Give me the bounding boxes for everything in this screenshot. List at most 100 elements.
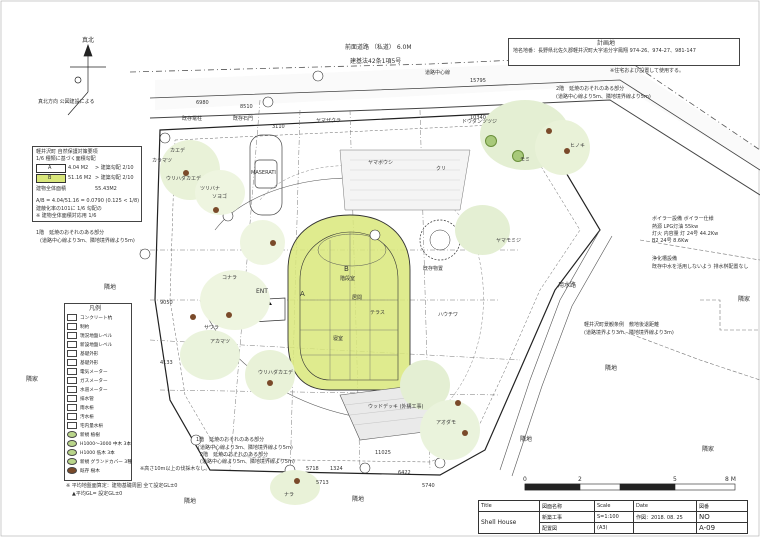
legend-item-label: H1000〜3000 中木 3本: [80, 442, 132, 447]
dimension-label: 9050: [160, 300, 173, 306]
existing-pole-label: 既存電柱: [182, 116, 203, 122]
area-ratio-calc: A/B = 4.04/51.16 = 0.0790 (0.125 < 1/8): [36, 198, 140, 204]
room-label: 居間: [352, 295, 363, 301]
tree-name-label: サワラ: [204, 325, 220, 331]
tree-canopy: [535, 120, 590, 175]
entry-label: ENT: [256, 288, 268, 295]
tree-name-label: コナラ: [222, 275, 238, 281]
dimension-label: 4133: [160, 360, 173, 366]
tree-name-label: アカマツ: [210, 339, 231, 345]
project-name: 新築工事: [539, 511, 595, 523]
legend-list: コンクリート杭制約現況地盤レベル新設地盤レベル基礎外形基礎外形電気メーターガスメ…: [67, 314, 132, 476]
drawing-date: 作図：2018. 08. 25: [633, 511, 697, 523]
legend-item: 汚水枡: [67, 413, 129, 422]
existing-tree-icon: [564, 148, 570, 154]
zone-b-swatch: B: [36, 174, 66, 183]
boiler-label: ボイラー設備 ボイラー仕様: [652, 216, 714, 222]
tree-canopy: [420, 400, 480, 460]
legend-symbol-icon: [67, 395, 77, 402]
legend-item-label: 基礎外形: [80, 352, 99, 357]
paper-size: (A3): [594, 522, 634, 534]
neighbor-house-label: 隣家: [26, 376, 39, 383]
tree-name-label: ヤマモミジ: [496, 238, 522, 244]
road-dimension: 15795: [470, 78, 486, 84]
area-foot-2: ※ 建物全体面積対応用 1/6: [36, 213, 97, 219]
legend-item-label: 電気メーター: [80, 370, 108, 375]
legend-item-label: 制約: [80, 325, 90, 330]
tree-canopy: [245, 350, 295, 400]
legend-item-label: 新規 植樹: [80, 433, 100, 438]
gl-note-1: ※ 平均地盤面算定：建物基礎周囲 全て設定GL±0: [66, 483, 178, 489]
room-label: 階段室: [340, 276, 356, 282]
tree-canopy: [195, 170, 245, 215]
fire-risk-2: 2階 延焼のおそれのある部分: [556, 86, 625, 92]
car-label: MASERATI: [251, 170, 276, 176]
setback-label-b: (道路境界より3m、隣地境界線より3m): [584, 330, 674, 336]
fire-risk-2b: (道路中心線より5m、隣地境界線より5m): [556, 94, 651, 100]
tree-name-label: ドウダンツツジ: [462, 119, 498, 125]
existing-tree-icon: [267, 380, 273, 386]
room-label: テラス: [370, 310, 385, 316]
fire-risk-1b: (道路中心線より3m、隣地境界線より5m): [40, 238, 135, 244]
dimension-label: 3110: [272, 124, 285, 130]
septic-note: 既存中水を活用しないよう 排水桝配置なし: [652, 264, 749, 270]
legend-item-label: 汚水枡: [80, 415, 94, 420]
legend-symbol-icon: [67, 440, 77, 447]
existing-tree-icon: [270, 240, 276, 246]
zone-b-label: B: [344, 265, 349, 273]
adjacent-label: 隣地: [352, 496, 365, 503]
zone-b-value: 51.16 M2: [68, 175, 92, 181]
dimension-label: 6980: [196, 100, 209, 106]
zone-a-label: A: [300, 290, 305, 298]
tree-name-label: ヤマボウシ: [368, 160, 394, 166]
fire-risk-1: 1階 延焼のおそれのある部分: [36, 230, 105, 236]
legend-item: 既存 樹木: [67, 467, 129, 476]
legend-symbol-icon: [67, 350, 77, 357]
true-north-note: 真北方向 公図建設による: [38, 99, 95, 105]
legend-item-label: 排水管: [80, 397, 94, 402]
legend-symbol-icon: [67, 386, 77, 393]
legend-item: 排水管: [67, 395, 129, 404]
legend-item: 水道メーター: [67, 386, 129, 395]
legend-item-label: 現況地盤レベル: [80, 334, 113, 339]
north-arrow-icon: [67, 43, 106, 116]
legend-symbol-icon: [67, 314, 77, 321]
legend-symbol-icon: [67, 413, 77, 420]
tree-name-label: ソヨゴ: [212, 194, 228, 200]
legend-title: 凡例: [89, 305, 102, 312]
legend-symbol-icon: [67, 377, 77, 384]
legend-item-label: 既存 樹木: [80, 469, 100, 474]
tree-name-label: ヤマザクラ: [316, 118, 342, 124]
legend-item: ガスメーター: [67, 377, 129, 386]
scale-tick: 0: [523, 476, 527, 483]
sheet-number: A-09: [696, 522, 748, 534]
tree-canopy: [200, 270, 270, 330]
dimension-label: 5718: [306, 466, 319, 472]
legend-symbol-icon: [67, 467, 77, 474]
existing-tree-icon: [546, 128, 552, 134]
drawing-name: 配置図: [539, 522, 595, 534]
septic-label: 浄化槽設備: [652, 256, 678, 262]
tree-name-label: ツリバナ: [200, 186, 221, 192]
tree-name-label: カラマツ: [152, 158, 173, 164]
tree-name-label: ナラ: [284, 492, 295, 498]
existing-gate-label: 既存石門: [233, 116, 254, 122]
scale-tick: 2: [578, 476, 582, 483]
fire-risk-3b: (道路中心線より3m、隣地境界線より5m): [198, 445, 293, 451]
project-title: Shell House: [478, 511, 540, 534]
neighbor-house-label: 隣家: [702, 446, 715, 453]
existing-tree-icon: [462, 430, 468, 436]
site-info-title: 計画地: [597, 40, 616, 47]
front-road-label: 前面道路 （私道） 6.0M: [345, 44, 412, 51]
zone-a-key: A: [48, 165, 52, 171]
legend-item-label: 新規 グランドカバー 3種: [80, 460, 132, 465]
existing-tree-icon: [294, 478, 300, 484]
existing-tree-icon: [512, 150, 524, 162]
legend-item-label: コンクリート杭: [80, 316, 113, 321]
scale-tick: 8 M: [725, 476, 736, 483]
tree-name-label: ヒノキ: [570, 143, 586, 149]
gl-note-2: ▲平均GL= 設定GL±0: [72, 491, 123, 497]
tree-canopy: [455, 205, 510, 255]
legend-item-label: 基礎外形: [80, 361, 99, 366]
